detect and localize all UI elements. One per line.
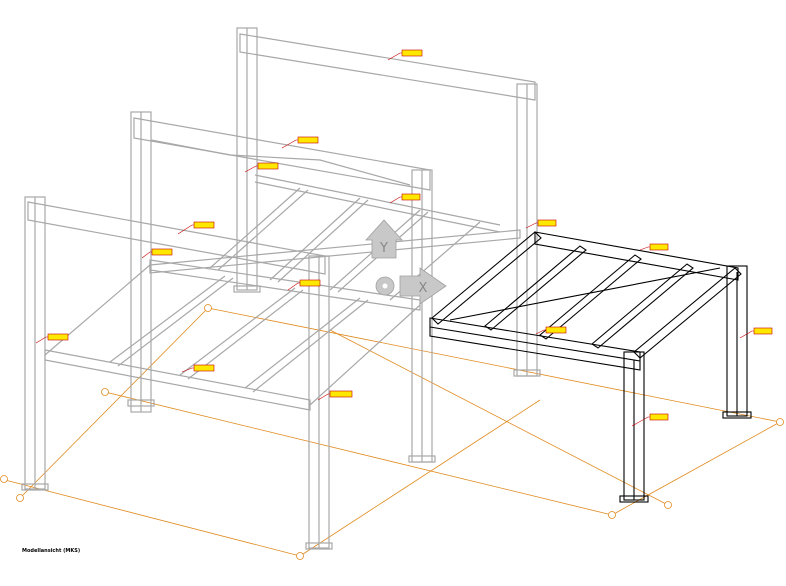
frame-front[interactable] [24,196,330,549]
grid-bubble-icon[interactable] [776,418,784,426]
member-tag[interactable] [257,162,279,170]
frame-middle[interactable] [130,111,433,463]
beam[interactable] [429,317,641,371]
active-frame[interactable] [429,231,752,503]
grid-bubble-icon[interactable] [16,494,24,502]
grid-bubble-icon[interactable] [664,501,672,509]
grid-bubble-icon[interactable] [101,388,109,396]
grid-line [104,391,613,516]
ucs-icon[interactable]: Y X [365,219,447,305]
ucs-x-label: X [419,281,428,296]
grid-bubble-icon[interactable] [608,511,616,519]
member-tag[interactable] [753,327,773,335]
view-label: Modellansicht (MKS) [22,548,81,554]
ucs-y-label: Y [379,241,388,256]
member-tag[interactable] [537,219,557,227]
grid-bubble-icon[interactable] [204,304,212,312]
member-tag[interactable] [649,413,669,421]
member-tag[interactable] [297,136,319,144]
grid-bubbles [0,304,784,560]
grid-line [329,329,669,506]
grid-bubble-icon[interactable] [296,552,304,560]
grid-line [4,479,301,557]
ghost-base-plates [21,285,541,550]
beam[interactable] [534,231,739,281]
ghost-frames [21,27,541,550]
member-tag[interactable] [649,243,669,251]
ghost-platform[interactable] [44,259,421,411]
grid-lines [4,307,781,557]
frame-back[interactable] [236,27,538,377]
grid-bubble-icon[interactable] [0,475,8,483]
grid-line [299,399,541,557]
beam[interactable] [133,117,431,191]
beam[interactable] [431,231,542,325]
member-tags [35,49,773,427]
member-tag[interactable] [151,248,173,256]
member-tag[interactable] [299,279,321,287]
ghost-platform-upper[interactable] [149,174,521,301]
beam[interactable] [239,33,536,101]
ucs-x-arrow-icon [399,267,447,305]
ucs-y-arrow-icon [365,219,403,259]
member-tag[interactable] [193,221,215,229]
member-tag[interactable] [47,333,69,341]
member-tag[interactable] [193,364,215,372]
beam[interactable] [633,267,742,359]
grid-line [207,307,781,423]
member-tag[interactable] [329,390,353,398]
member-tag[interactable] [401,193,421,201]
beam[interactable] [27,201,326,275]
grid-line [19,307,209,499]
member-tag[interactable] [545,326,567,334]
grid-line [611,421,781,516]
member-tag[interactable] [401,49,423,57]
